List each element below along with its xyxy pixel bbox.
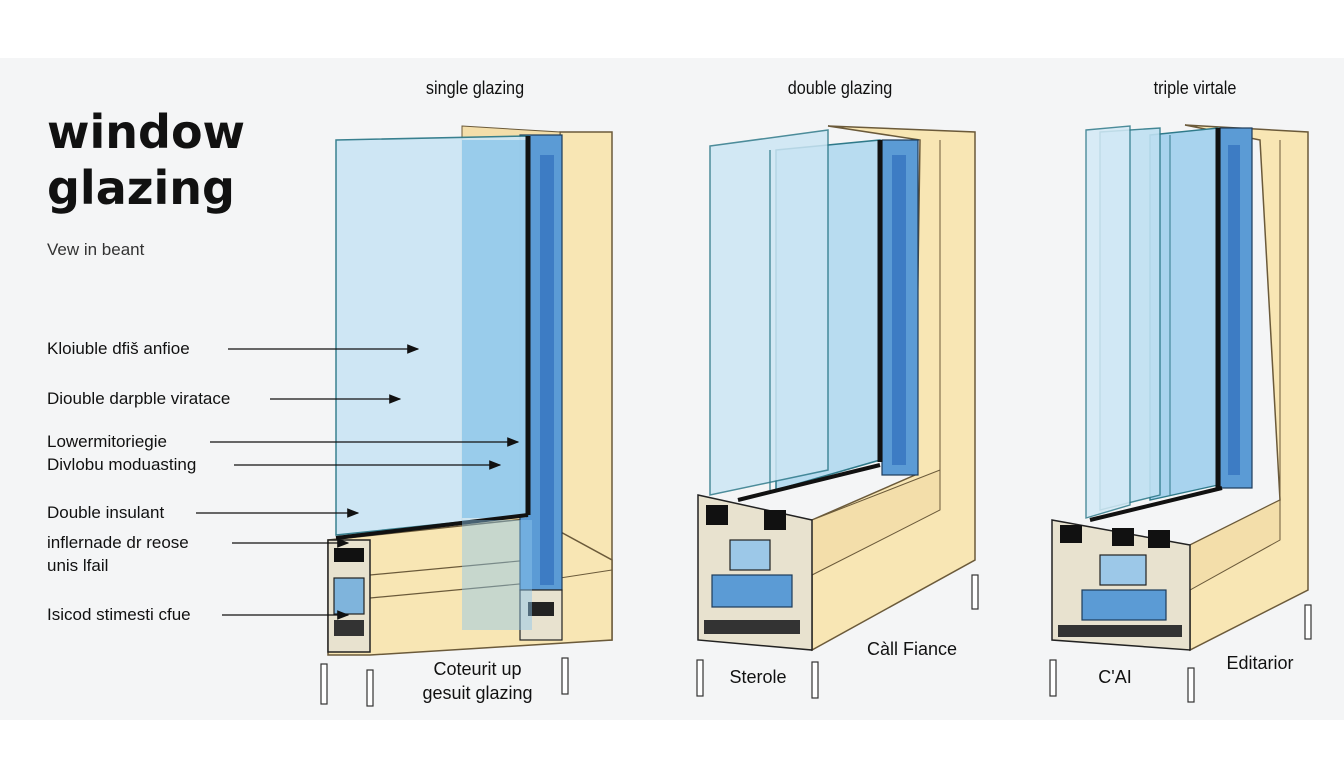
caption-triple-right: Editarior xyxy=(1226,653,1294,673)
triple-glazing-section xyxy=(1049,124,1312,703)
caption-single-line-2: gesuit glazing xyxy=(422,683,533,703)
title-line-1: window xyxy=(47,105,246,159)
caption-triple-left: C'AI xyxy=(1098,667,1132,687)
callout-label-3: Lowermitoriegie xyxy=(47,432,167,451)
callout-label-7: unis lfail xyxy=(47,556,109,575)
callout-label-1: Kloiuble dfiš anfioe xyxy=(47,339,190,358)
callout-label-6: inflernade dr reose xyxy=(47,533,189,552)
single-glazing-section xyxy=(320,125,613,707)
title-line-2: glazing xyxy=(47,161,235,215)
caption-single-line-1: Coteurit up xyxy=(433,659,522,679)
callout-label-2: Diouble darpble viratace xyxy=(47,389,231,408)
caption-double-right: Càll Fiance xyxy=(866,639,958,659)
subtitle: Vew in beant xyxy=(47,240,145,259)
page-title: window glazing xyxy=(47,104,245,216)
callout-arrows xyxy=(196,344,520,620)
double-glazing-section xyxy=(696,125,979,699)
column-title-single: single glazing xyxy=(425,78,525,98)
caption-double-left: Sterole xyxy=(729,667,787,687)
callout-label-4: Divlobu moduasting xyxy=(47,455,197,474)
callout-label-5: Double insulant xyxy=(47,503,165,522)
column-title-triple: triple virtale xyxy=(1153,78,1237,98)
column-title-double: double glazing xyxy=(787,78,893,98)
callout-label-8: Isicod stimesti cfue xyxy=(47,605,191,624)
